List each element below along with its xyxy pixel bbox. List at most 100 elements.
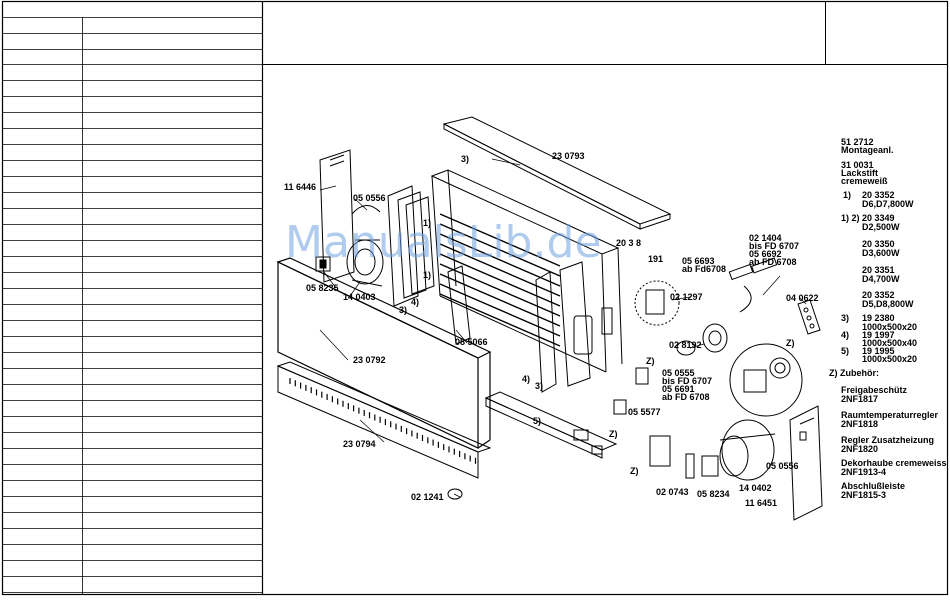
insulation-panels-part: [387, 185, 435, 307]
heating-rod: [439, 263, 561, 317]
legend-line: D3,600W: [862, 248, 900, 258]
part-label: bis FD 6707: [749, 241, 799, 251]
leader-lines: [319, 158, 807, 498]
part-label: 05 6692: [749, 249, 782, 259]
part-label: 04 0622: [786, 293, 819, 303]
legend-line: 20 3349: [862, 213, 895, 223]
legend-line: D2,500W: [862, 222, 900, 232]
part-label: Z): [786, 338, 795, 348]
heater-body-part: [430, 169, 623, 373]
part-label: 1): [423, 270, 431, 280]
watermark-text: ManualsLib.de: [285, 217, 601, 268]
legend-line: Dekorhaube cremeweiss: [841, 458, 947, 468]
grille-slots: [289, 378, 477, 464]
legend-line: 20 3352: [862, 190, 895, 200]
part-label: 4): [522, 374, 530, 384]
part-label: 05 6693: [682, 256, 715, 266]
part-label: 5): [533, 416, 541, 426]
part-label: Z): [609, 429, 618, 439]
heating-rod: [439, 243, 561, 297]
legend-line: 51 2712: [841, 137, 874, 147]
legend-text: 51 2712 Montageanl. 31 0031 Lackstift cr…: [829, 137, 947, 500]
legend-line: 1000x500x40: [862, 338, 917, 348]
part-label: Z): [630, 466, 639, 476]
part-label: 23 0794: [343, 439, 376, 449]
right-side-panel-part: [789, 405, 823, 521]
accessory-detail-circle: [729, 343, 803, 417]
terminal-block-part: [797, 299, 821, 335]
legend-line: Freigabeschütz: [841, 385, 908, 395]
part-label: 02 1404: [749, 233, 782, 243]
part-label: 02 1241: [411, 492, 444, 502]
part-label: ab Fd6708: [682, 264, 726, 274]
part-label: 11 6451: [745, 498, 777, 508]
legend-line: Regler Zusatzheizung: [841, 435, 934, 445]
legend-line: 20 3350: [862, 239, 895, 249]
legend-line: D6,D7,800W: [862, 199, 914, 209]
legend-line: Montageanl.: [841, 145, 894, 155]
legend-line: cremeweiß: [841, 176, 888, 186]
legend-line: 2NF1815-3: [841, 490, 886, 500]
legend-line: Raumtemperaturregler: [841, 410, 939, 420]
part-label: 14 0403: [343, 292, 376, 302]
heating-rod: [439, 253, 561, 307]
legend-line: 1000x500x20: [862, 354, 917, 364]
legend-line: Lackstift: [841, 168, 878, 178]
part-label: 23 0793: [552, 151, 585, 161]
part-label: 4): [411, 297, 419, 307]
part-label: Z): [646, 356, 655, 366]
part-label: ab FD 6708: [749, 257, 797, 267]
part-label: 3): [461, 154, 469, 164]
legend-line: Abschlußleiste: [841, 481, 905, 491]
legend-line: 1): [843, 190, 851, 200]
legend-line: 3): [841, 313, 849, 323]
part-label: 05 8234: [697, 489, 730, 499]
legend-line: 31 0031: [841, 160, 874, 170]
part-label: 02 1297: [670, 292, 703, 302]
grille-part: [276, 361, 492, 479]
part-label: 02 0743: [656, 487, 689, 497]
heating-rod: [439, 283, 561, 337]
legend-line: 2NF1817: [841, 394, 878, 404]
part-label: 3): [399, 305, 407, 315]
part-label: 05 8235: [306, 283, 339, 293]
heating-rod: [439, 273, 561, 327]
part-label: 23 0792: [353, 355, 386, 365]
legend-line: D4,700W: [862, 274, 900, 284]
part-label: 11 6446: [284, 182, 316, 192]
part-label: 1): [423, 218, 431, 228]
fan-unit-part: [346, 205, 384, 287]
top-cover-part: [442, 116, 672, 230]
heating-rod: [439, 223, 561, 277]
heating-rod: [439, 293, 561, 347]
heating-rod: [439, 213, 561, 267]
fan-motor-part: [719, 419, 776, 481]
part-label: ab FD 6708: [662, 392, 710, 402]
legend-line: D5,D8,800W: [862, 299, 914, 309]
part-label: 08 5066: [455, 337, 488, 347]
legend-line: 20 3351: [862, 265, 895, 275]
part-label: 3): [535, 381, 543, 391]
part-label: 02 8192: [669, 340, 702, 350]
part-labels: 23 0793 3) 11 6446 05 0556 20 3 8 191 1)…: [284, 151, 819, 508]
legend-line: 2NF1820: [841, 444, 878, 454]
small-components-part: [613, 257, 778, 479]
part-label: 05 5577: [628, 407, 661, 417]
part-label: 05 0556: [353, 193, 386, 203]
parts-list-table: [2, 17, 263, 595]
legend-line: 5): [841, 346, 849, 356]
part-label: 20 3 8: [616, 238, 641, 248]
part-label: 05 0555: [662, 368, 695, 378]
part-label: 05 0556: [766, 461, 799, 471]
legend-line: 19 1997: [862, 330, 895, 340]
knob-part: [447, 488, 463, 500]
heating-element-rods: [439, 213, 561, 347]
heating-element-block: [447, 261, 613, 393]
legend-line: 20 3352: [862, 290, 895, 300]
part-label: bis FD 6707: [662, 376, 712, 386]
legend-line: 19 2380: [862, 313, 895, 323]
part-label: 14 0402: [739, 483, 772, 493]
legend-line: 2NF1913-4: [841, 467, 886, 477]
legend-line: 2NF1818: [841, 419, 878, 429]
